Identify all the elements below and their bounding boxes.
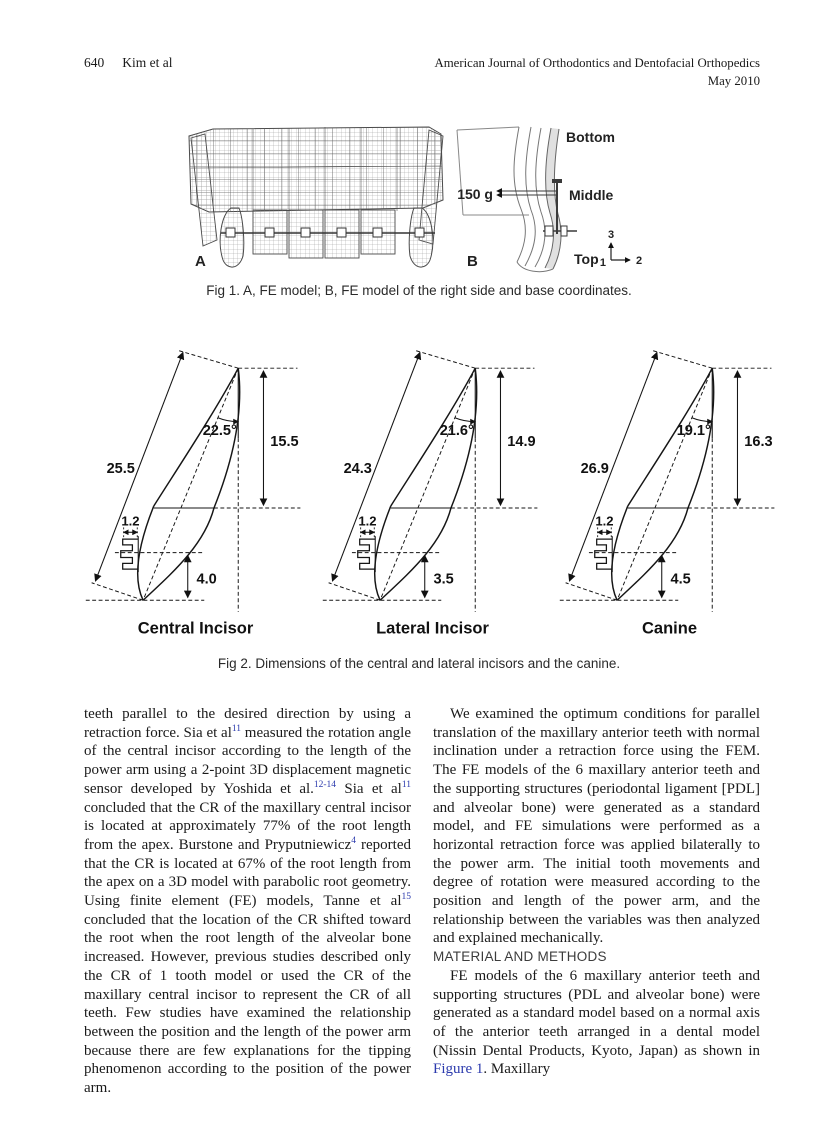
figure1-image: A 150 g Bottom Middle Top B 3 2 bbox=[188, 126, 642, 273]
running-head-left: 640 Kim et al bbox=[84, 55, 173, 90]
citation-ref[interactable]: 11 bbox=[401, 779, 411, 790]
angle-value: 22.5° bbox=[203, 423, 237, 439]
bracket-icon bbox=[120, 538, 139, 570]
figure1-caption: Fig 1. A, FE model; B, FE model of the r… bbox=[206, 283, 632, 298]
top-label: Top bbox=[574, 251, 599, 267]
axes-icon: 3 2 1 bbox=[600, 229, 642, 269]
bracket-width-value: 1.2 bbox=[121, 513, 139, 528]
bracket-width-value: 1.2 bbox=[595, 513, 613, 528]
root-height-value: 16.3 bbox=[744, 434, 772, 450]
total-length-value: 24.3 bbox=[344, 461, 372, 477]
paragraph: FE models of the 6 maxillary anterior te… bbox=[433, 967, 760, 1079]
axis-2-label: 2 bbox=[636, 255, 642, 267]
bracket-width-value: 1.2 bbox=[358, 513, 376, 528]
force-label: 150 g bbox=[457, 186, 493, 202]
tooth-diagram-central-incisor: 25.5 22.5° 15.5 1.2 4.0 Central Incisor bbox=[85, 350, 301, 637]
root-height-value: 15.5 bbox=[270, 434, 298, 450]
middle-label: Middle bbox=[569, 187, 614, 203]
root-height-value: 14.9 bbox=[507, 434, 535, 450]
paragraph: We examined the optimum conditions for p… bbox=[433, 706, 760, 947]
text-run: . Maxillary bbox=[483, 1061, 551, 1078]
text-run: reported that the CR is located at 67% o… bbox=[84, 836, 411, 910]
text-run: measured the rotation angle of the centr… bbox=[84, 724, 411, 797]
total-length-value: 25.5 bbox=[107, 461, 135, 477]
section-heading: MATERIAL AND METHODS bbox=[433, 949, 607, 965]
text-run: FE models of the 6 maxillary anterior te… bbox=[433, 967, 760, 1059]
citation-ref[interactable]: 12-14 bbox=[313, 779, 337, 790]
total-length-value: 26.9 bbox=[581, 461, 609, 477]
figure1: A 150 g Bottom Middle Top B 3 2 bbox=[178, 114, 670, 282]
left-column: teeth parallel to the desired direction … bbox=[84, 705, 411, 1098]
fig1-panel-a: A bbox=[188, 126, 444, 270]
citation-ref[interactable]: 15 bbox=[401, 892, 412, 903]
crown-height-value: 3.5 bbox=[433, 572, 453, 588]
tooth-diagram-lateral-incisor: 24.3 21.6° 14.9 1.2 3.5 Lateral Incisor bbox=[322, 350, 538, 637]
axis-1-label: 1 bbox=[600, 257, 606, 269]
citation-ref[interactable]: 4 bbox=[351, 835, 356, 846]
issue-date: May 2010 bbox=[707, 73, 760, 88]
tooth-name-label: Central Incisor bbox=[138, 619, 254, 637]
crown-height-value: 4.5 bbox=[670, 572, 690, 588]
page-number: 640 bbox=[84, 55, 105, 70]
citation-ref[interactable]: 11 bbox=[231, 723, 242, 734]
tooth-name-label: Canine bbox=[642, 619, 697, 637]
bracket-icon bbox=[594, 538, 613, 570]
angle-value: 19.1° bbox=[677, 423, 711, 439]
crown-height-value: 4.0 bbox=[196, 572, 216, 588]
body-columns: teeth parallel to the desired direction … bbox=[84, 705, 760, 1098]
axis-3-label: 3 bbox=[608, 229, 614, 241]
text-run: concluded that the CR of the maxillary c… bbox=[84, 799, 411, 853]
bottom-label: Bottom bbox=[566, 129, 615, 145]
right-column: We examined the optimum conditions for p… bbox=[433, 705, 760, 1098]
tooth-diagram-canine: 26.9 19.1° 16.3 1.2 4.5 Canine bbox=[559, 350, 775, 637]
figure1-crossref-link[interactable]: Figure 1 bbox=[433, 1061, 484, 1078]
running-head-right: American Journal of Orthodontics and Den… bbox=[434, 55, 760, 90]
text-run: Sia et al bbox=[336, 780, 402, 797]
angle-value: 21.6° bbox=[440, 423, 474, 439]
page-header: 640 Kim et al American Journal of Orthodo… bbox=[84, 55, 760, 90]
figure2-caption: Fig 2. Dimensions of the central and lat… bbox=[217, 656, 621, 671]
text-run: concluded that the location of the CR sh… bbox=[84, 911, 411, 1097]
text-run: teeth parallel to the desired direction … bbox=[84, 706, 411, 741]
paragraph: teeth parallel to the desired direction … bbox=[84, 705, 411, 1098]
tooth-name-label: Lateral Incisor bbox=[376, 619, 489, 637]
fig1-panel-b: 150 g Bottom Middle Top B 3 2 1 bbox=[456, 126, 642, 273]
bracket-icon bbox=[357, 538, 376, 570]
running-authors: Kim et al bbox=[122, 55, 173, 70]
journal-name: American Journal of Orthodontics and Den… bbox=[434, 56, 760, 70]
figure2: 25.5 22.5° 15.5 1.2 4.0 Central Incisor bbox=[78, 341, 788, 642]
panel-b-label: B bbox=[467, 253, 478, 270]
panel-a-label: A bbox=[195, 253, 206, 270]
